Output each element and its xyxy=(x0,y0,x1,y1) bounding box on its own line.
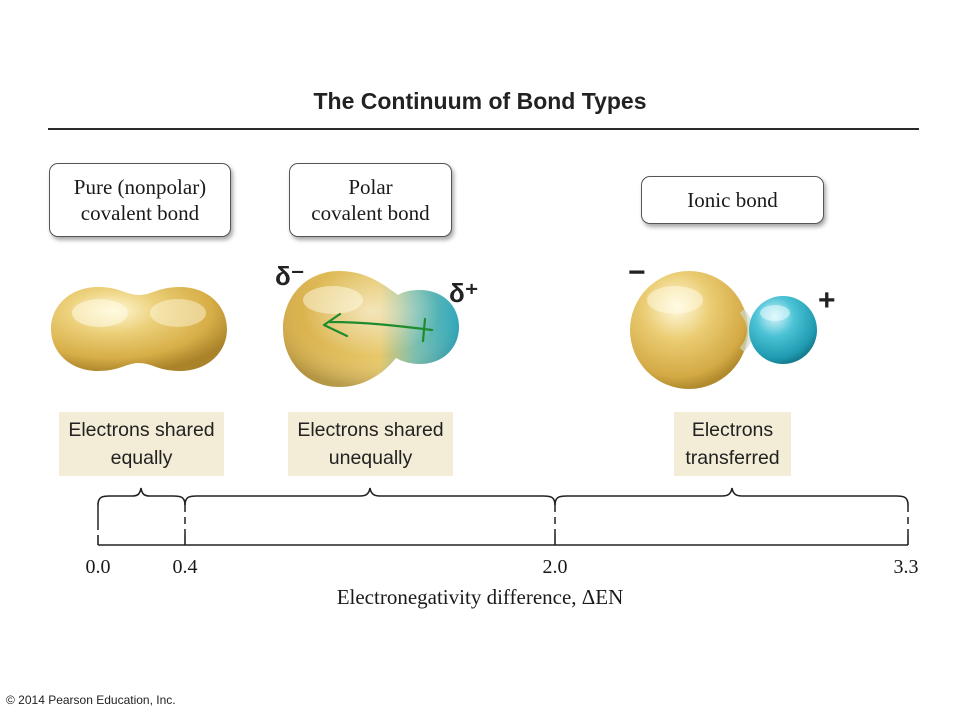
delta-plus-label: δ⁺ xyxy=(449,278,479,308)
tick-label: 0.0 xyxy=(85,556,111,578)
diagram-title: The Continuum of Bond Types xyxy=(313,88,647,114)
tick-label: 0.4 xyxy=(172,556,198,578)
ionic-molecule xyxy=(630,271,817,389)
tick-label: 3.3 xyxy=(893,556,919,578)
axis-title: Electronegativity difference, ΔEN xyxy=(336,585,624,609)
nonpolar-covalent-box: Pure (nonpolar) covalent bond xyxy=(49,163,231,237)
delta-minus-label: δ⁻ xyxy=(275,261,305,291)
range-braces xyxy=(97,487,909,506)
electrons-transferred-label: Electrons transferred xyxy=(674,412,791,476)
title-underline xyxy=(48,128,919,130)
ionic-bond-box: Ionic bond xyxy=(641,176,824,224)
polar-molecule xyxy=(283,271,459,387)
electrons-shared-unequally-label: Electrons shared unequally xyxy=(288,412,453,476)
plus-charge-label: + xyxy=(818,284,836,317)
minus-charge-label: − xyxy=(628,256,646,289)
brace-polar xyxy=(184,487,556,506)
electrons-shared-equally-label: Electrons shared equally xyxy=(59,412,224,476)
nonpolar-molecule xyxy=(51,287,227,371)
polar-covalent-box: Polar covalent bond xyxy=(289,163,452,237)
copyright-notice: © 2014 Pearson Education, Inc. xyxy=(6,693,176,707)
en-number-line xyxy=(97,505,909,546)
annotation-arrow xyxy=(322,312,434,343)
brace-nonpolar xyxy=(97,487,186,506)
brace-ionic xyxy=(554,487,909,506)
tick-label: 2.0 xyxy=(542,556,568,578)
